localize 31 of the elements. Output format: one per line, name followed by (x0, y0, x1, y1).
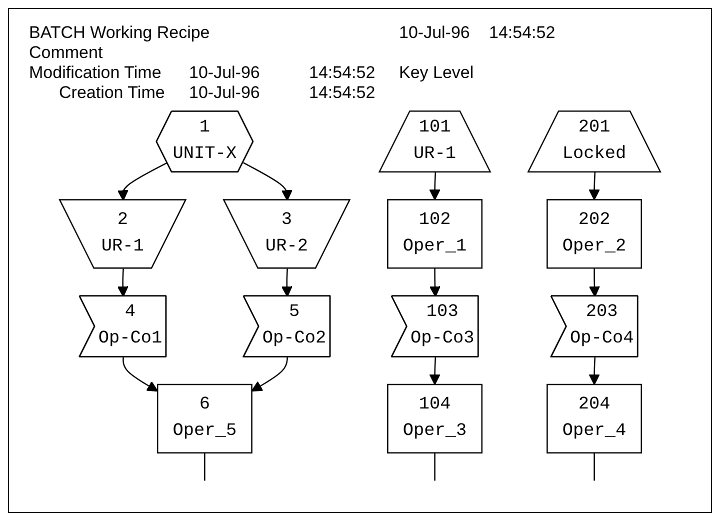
arrow (281, 268, 292, 298)
node-box: 102 Oper_1 (387, 199, 483, 269)
arrow (588, 268, 600, 298)
node-box: 104 Oper_3 (387, 384, 483, 454)
header-text: Key Level (399, 63, 474, 83)
header-text: 10-Jul-96 (189, 83, 260, 103)
node-box: 6 Oper_5 (156, 384, 252, 454)
connector (204, 452, 206, 481)
header-text: 14:54:52 (489, 23, 556, 43)
header-text: Creation Time (59, 83, 165, 103)
header-text: 14:54:52 (309, 63, 376, 83)
arrow (588, 172, 600, 200)
header-text: Comment (29, 43, 103, 63)
header-text: 14:54:52 (309, 83, 376, 103)
header-text: BATCH Working Recipe (29, 23, 210, 43)
arrow (122, 357, 158, 392)
header-text: Modification Time (29, 63, 162, 83)
arrow (429, 357, 440, 385)
arrow (243, 162, 292, 201)
node-box: 204 Oper_4 (546, 384, 642, 454)
arrow (251, 357, 288, 392)
header-text: 10-Jul-96 (399, 23, 470, 43)
arrow (429, 268, 441, 298)
arrow (117, 268, 128, 298)
header-text: 10-Jul-96 (189, 63, 260, 83)
node-box: 202 Oper_2 (546, 199, 642, 269)
connector (434, 452, 436, 481)
arrow (429, 172, 440, 200)
arrow (588, 357, 600, 385)
connector (594, 452, 595, 481)
arrow (117, 162, 168, 201)
